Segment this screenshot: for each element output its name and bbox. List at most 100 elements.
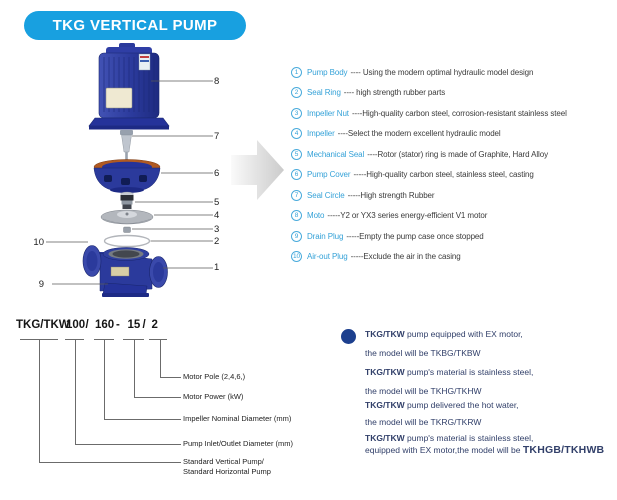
callout-5: 5 xyxy=(214,196,220,208)
ladder-line xyxy=(104,419,181,420)
ladder-line xyxy=(75,444,181,445)
parts-list-item: 7 Seal Circle -----High strength Rubber xyxy=(291,185,567,206)
pump-body-illustration xyxy=(82,245,168,297)
part-description: -----High strength Rubber xyxy=(347,190,435,200)
parts-list-item: 2 Seal Ring ---- high strength rubber pa… xyxy=(291,83,567,104)
note-line: TKG/TKW pump's material is stainless ste… xyxy=(365,433,534,443)
ladder-line xyxy=(75,339,76,444)
part-name: Seal Circle xyxy=(307,190,345,200)
ladder-line xyxy=(39,339,40,462)
parts-list-item: 6 Pump Cover -----High-quality carbon st… xyxy=(291,165,567,186)
item-number-badge: 1 xyxy=(291,66,302,78)
mechanical-seal-illustration xyxy=(120,191,134,209)
shaft-illustration xyxy=(120,130,133,162)
part-description: -----Empty the pump case once stopped xyxy=(346,231,484,241)
part-name: Air-out Plug xyxy=(307,252,348,262)
ladder-line xyxy=(134,397,181,398)
ladder-line xyxy=(39,462,181,463)
part-name: Drain Plug xyxy=(307,231,344,241)
note-line: equipped with EX motor,the model will be… xyxy=(365,444,605,456)
page-title: TKG VERTICAL PUMP xyxy=(52,17,218,34)
motor-illustration xyxy=(88,43,170,130)
part-name: Moto xyxy=(307,211,325,221)
item-number-badge: 5 xyxy=(291,148,302,160)
seal-ring-illustration xyxy=(103,234,151,248)
bullet-icon xyxy=(341,329,356,344)
part-name: Mechanical Seal xyxy=(307,149,365,159)
label-motor-pole: Motor Pole (2,4,6,) xyxy=(183,372,246,381)
body-nameplate xyxy=(110,266,130,277)
parts-list-item: 8 Moto -----Y2 or YX3 series energy-effi… xyxy=(291,206,567,227)
item-number-badge: 7 xyxy=(291,189,302,201)
note-line: TKG/TKW pump delivered the hot water, xyxy=(365,400,519,410)
note-line: the model will be TKHG/TKHW xyxy=(365,386,482,396)
ladder-line xyxy=(149,339,167,340)
part-name: Pump Cover xyxy=(307,170,351,180)
item-number-badge: 4 xyxy=(291,128,302,140)
item-number-badge: 9 xyxy=(291,230,302,242)
impeller-illustration xyxy=(100,209,154,225)
note-line: the model will be TKBG/TKBW xyxy=(365,348,481,358)
ladder-line xyxy=(123,339,144,340)
callout-7: 7 xyxy=(214,130,220,142)
part-description: ---- Using the modern optimal hydraulic … xyxy=(350,67,534,77)
note-line: TKG/TKW pump equipped with EX motor, xyxy=(365,329,523,339)
part-description: -----Exclude the air in the casing xyxy=(350,252,461,262)
item-number-badge: 8 xyxy=(291,210,302,222)
callout-10: 10 xyxy=(33,236,44,248)
part-name: Seal Ring xyxy=(307,88,341,98)
ladder-line xyxy=(104,339,105,419)
item-number-badge: 2 xyxy=(291,87,302,99)
parts-list-item: 10 Air-out Plug -----Exclude the air in … xyxy=(291,247,567,268)
part-description: -----Y2 or YX3 series energy-efficient V… xyxy=(327,211,488,221)
label-inlet-diameter: Pump Inlet/Outlet Diameter (mm) xyxy=(183,439,294,448)
parts-list-item: 9 Drain Plug -----Empty the pump case on… xyxy=(291,226,567,247)
model-separator: / xyxy=(142,319,146,331)
callout-2: 2 xyxy=(214,235,220,247)
item-number-badge: 10 xyxy=(291,251,302,263)
model-inlet: 100 xyxy=(66,319,86,331)
ladder-line xyxy=(65,339,84,340)
ladder-line xyxy=(134,339,135,397)
model-series: TKG/TKW xyxy=(16,319,70,331)
note-line: TKG/TKW pump's material is stainless ste… xyxy=(365,367,534,377)
model-separator: / xyxy=(85,319,89,331)
label-series-type-2: Standard Horizontal Pump xyxy=(183,467,271,476)
part-description: ---- high strength rubber parts xyxy=(343,88,446,98)
callout-9: 9 xyxy=(38,278,44,290)
part-description: -----High-quality carbon steel, stainles… xyxy=(353,170,534,180)
parts-list-item: 5 Mechanical Seal ----Rotor (stator) rin… xyxy=(291,144,567,165)
part-description: ----High-quality carbon steel, corrosion… xyxy=(351,108,567,118)
parts-list: 1 Pump Body ---- Using the modern optima… xyxy=(291,62,567,267)
part-description: ----Select the modern excellent hydrauli… xyxy=(337,129,501,139)
model-separator: - xyxy=(116,319,120,331)
part-name: Impeller xyxy=(307,129,335,139)
ladder-line xyxy=(160,377,181,378)
label-impeller-diameter: Impeller Nominal Diameter (mm) xyxy=(183,414,292,423)
impeller-nut-illustration xyxy=(123,226,131,233)
pump-cover-illustration xyxy=(93,159,161,193)
ladder-line xyxy=(160,339,161,377)
leader-lines xyxy=(46,80,213,285)
callout-6: 6 xyxy=(214,167,220,179)
callout-8: 8 xyxy=(214,75,220,87)
item-number-badge: 3 xyxy=(291,107,302,119)
label-motor-power: Motor Power (kW) xyxy=(183,392,244,401)
part-name: Pump Body xyxy=(307,67,348,77)
note-line: the model will be TKRG/TKRW xyxy=(365,417,482,427)
label-series-type-1: Standard Vertical Pump/ xyxy=(183,457,264,466)
part-name: Impeller Nut xyxy=(307,108,349,118)
model-impeller: 160 xyxy=(95,319,115,331)
part-description: ----Rotor (stator) ring is made of Graph… xyxy=(367,149,548,159)
callout-3: 3 xyxy=(214,223,220,235)
model-pole: 2 xyxy=(151,319,158,331)
right-arrow-icon xyxy=(231,140,284,200)
parts-list-item: 4 Impeller ----Select the modern excelle… xyxy=(291,124,567,145)
callout-4: 4 xyxy=(214,209,220,221)
model-power: 15 xyxy=(127,319,141,331)
callout-1: 1 xyxy=(214,262,220,273)
motor-fins xyxy=(103,57,155,112)
parts-list-item: 3 Impeller Nut ----High-quality carbon s… xyxy=(291,103,567,124)
